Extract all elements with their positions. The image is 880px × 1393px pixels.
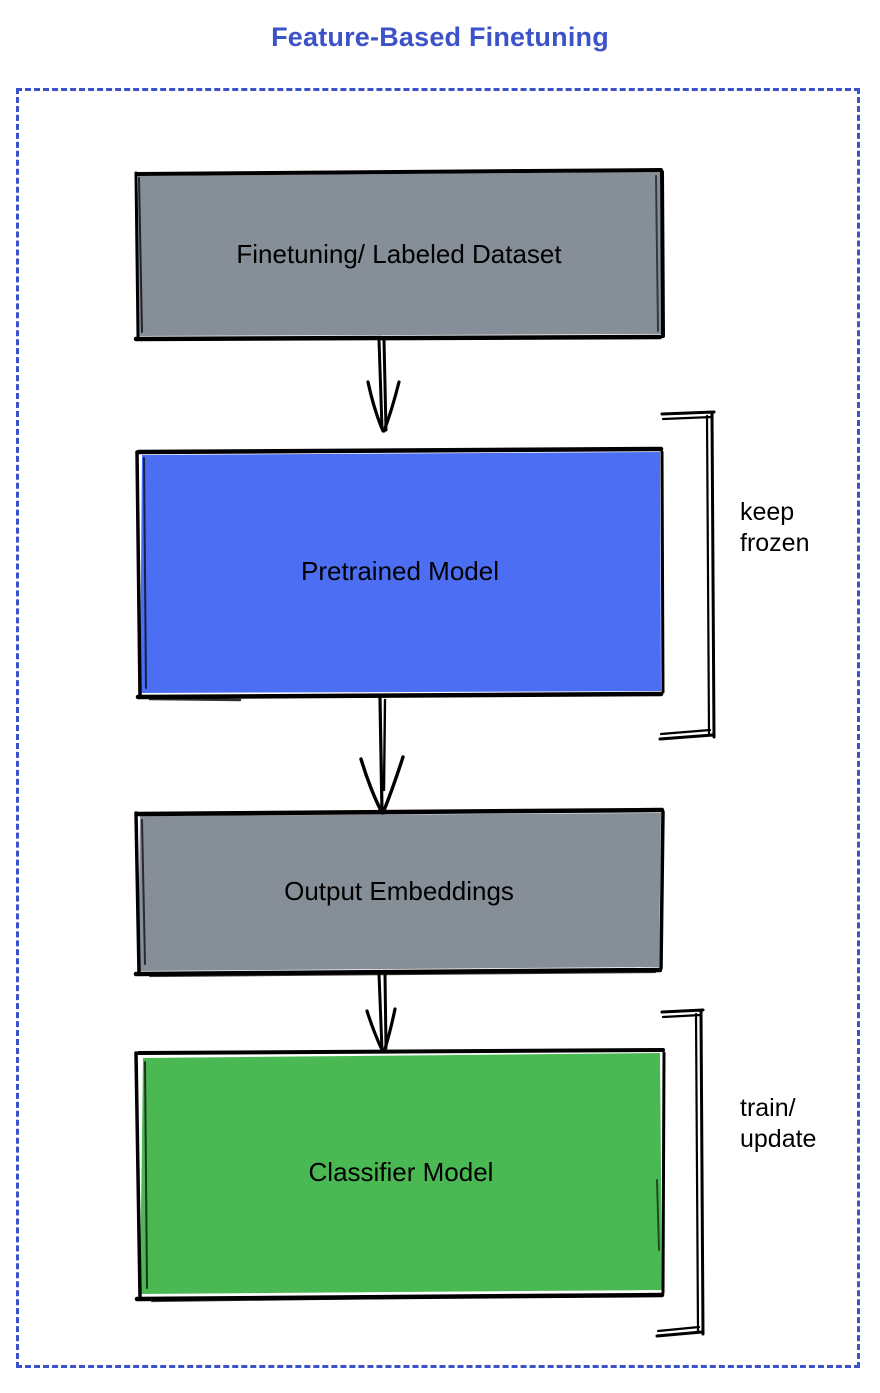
annotation-train-update: train/ update <box>740 1094 817 1153</box>
node-pretrained[interactable]: Pretrained Model <box>140 452 660 692</box>
node-pretrained-label: Pretrained Model <box>301 556 499 587</box>
node-classifier[interactable]: Classifier Model <box>139 1053 663 1293</box>
page-title: Feature-Based Finetuning <box>271 22 609 52</box>
node-embeddings-label: Output Embeddings <box>284 875 514 906</box>
node-dataset-label: Finetuning/ Labeled Dataset <box>236 238 562 269</box>
node-dataset[interactable]: Finetuning/ Labeled Dataset <box>138 174 660 335</box>
node-classifier-label: Classifier Model <box>308 1157 494 1188</box>
annotation-keep-frozen: keep frozen <box>740 498 810 557</box>
node-embeddings[interactable]: Output Embeddings <box>137 813 661 970</box>
diagram-frame <box>16 88 860 1368</box>
